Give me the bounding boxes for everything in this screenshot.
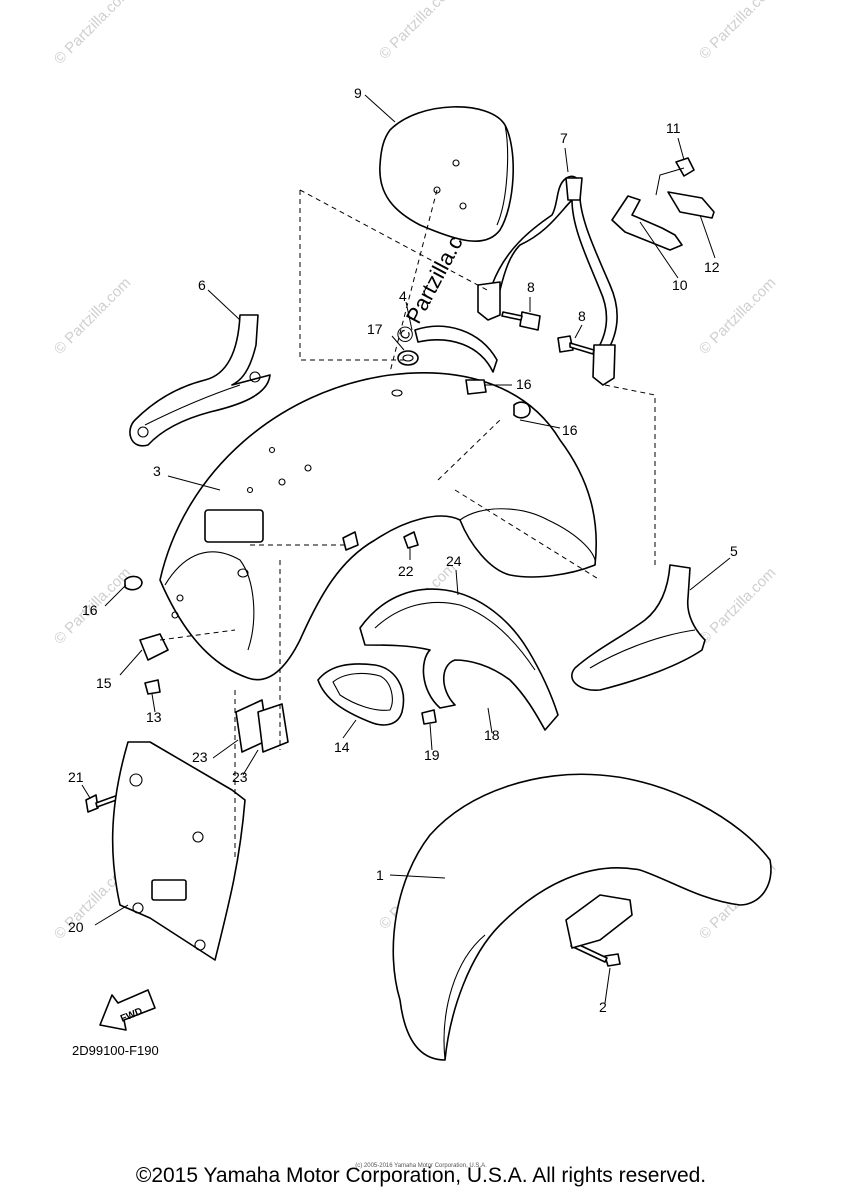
callout: 15 [96, 675, 112, 691]
callout: 19 [424, 747, 440, 763]
left-bracket [129, 314, 271, 447]
callout: 23 [192, 749, 208, 765]
lamp-lens [317, 663, 405, 726]
callout: 7 [560, 130, 568, 146]
watermark: © Partzilla.com [696, 0, 779, 63]
callout: 8 [578, 308, 586, 324]
callout: 17 [367, 321, 383, 337]
callout: 9 [354, 85, 362, 101]
copyright-notice: ©2015 Yamaha Motor Corporation, U.S.A. A… [135, 1164, 707, 1187]
callout: 3 [153, 463, 161, 479]
rear-fender [159, 372, 598, 681]
license-bracket [111, 741, 246, 961]
callout: 16 [82, 602, 98, 618]
backrest-bar [477, 175, 618, 386]
callout: 16 [562, 422, 578, 438]
callout: 18 [484, 727, 500, 743]
callout: 5 [730, 543, 738, 559]
leader-lines [81, 94, 731, 1004]
watermark: © Partzilla.com [696, 274, 779, 357]
callout: 23 [232, 769, 248, 785]
callout: 1 [376, 867, 384, 883]
right-bracket [571, 564, 706, 691]
callout: 24 [446, 553, 462, 569]
callout: 10 [672, 277, 688, 293]
watermark: © Partzilla.com [376, 0, 459, 63]
callout: 22 [398, 563, 414, 579]
assembly-lines [159, 189, 656, 860]
grommets [124, 350, 531, 591]
tiny-notice: (c) 2005-2016 Yamaha Motor Corporation, … [355, 1163, 487, 1169]
fwd-arrow-icon: FWD [99, 989, 156, 1031]
callout-labels: 1 2 3 4 5 6 7 8 8 9 10 11 12 13 14 15 16… [68, 85, 738, 1015]
callout: 12 [704, 259, 720, 275]
backrest-pad [379, 106, 514, 242]
callout: 8 [527, 279, 535, 295]
watermark: © Partzilla.com [51, 0, 134, 68]
fender-strip [414, 325, 498, 373]
diagram-code: 2D99100-F190 [72, 1043, 159, 1058]
callout: 16 [516, 376, 532, 392]
callout: 4 [399, 288, 407, 304]
callout: 14 [334, 739, 350, 755]
watermark: © Partzilla.com [696, 564, 779, 647]
bracket-assembly [611, 157, 715, 251]
fasteners [85, 311, 621, 967]
callout: 11 [666, 120, 681, 136]
watermark: © Partzilla.com [51, 274, 134, 357]
callout: 20 [68, 919, 84, 935]
callout: 2 [599, 999, 607, 1015]
front-fender [392, 773, 772, 1061]
callout: 6 [198, 277, 206, 293]
callout: 21 [68, 769, 84, 785]
callout: 13 [146, 709, 162, 725]
